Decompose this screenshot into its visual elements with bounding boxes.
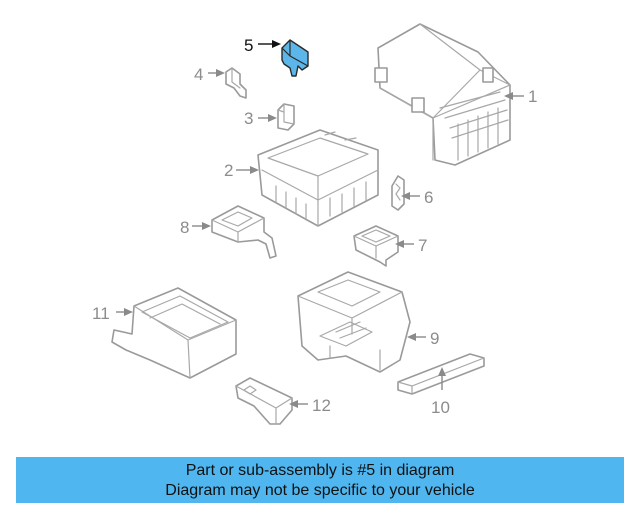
callout-11[interactable]: 11 (92, 304, 110, 323)
banner-line-1: Part or sub-assembly is #5 in diagram (185, 462, 455, 479)
callout-9[interactable]: 9 (430, 329, 439, 348)
callout-6[interactable]: 6 (424, 188, 433, 207)
part-5-fuse[interactable] (281, 39, 309, 77)
part-6-clip[interactable] (391, 175, 405, 211)
callout-8[interactable]: 8 (180, 218, 189, 237)
callout-1[interactable]: 1 (528, 87, 537, 106)
callout-4[interactable]: 4 (194, 65, 203, 84)
callout-7[interactable]: 7 (418, 236, 427, 255)
part-7-relay-holder[interactable] (353, 225, 399, 267)
callout-5[interactable]: 5 (244, 36, 253, 55)
callout-10[interactable]: 10 (431, 398, 450, 417)
part-4-bracket[interactable] (225, 67, 247, 99)
part-12-bracket[interactable] (235, 377, 293, 425)
parts-diagram: 1 2 3 4 5 6 7 8 9 10 11 12 (92, 23, 537, 425)
info-banner: Part or sub-assembly is #5 in diagram Di… (16, 457, 624, 503)
part-9-lower-case[interactable] (297, 271, 411, 373)
banner-line-2: Diagram may not be specific to your vehi… (165, 482, 475, 499)
callout-2[interactable]: 2 (224, 161, 233, 180)
part-8-relay-bracket[interactable] (211, 205, 277, 259)
callout-3[interactable]: 3 (244, 109, 253, 128)
part-2-fuse-block[interactable] (257, 129, 379, 227)
callout-leaders (116, 40, 524, 408)
part-1-cover[interactable] (374, 23, 511, 166)
part-3-relay[interactable] (277, 103, 295, 131)
callout-labels: 1 2 3 4 5 6 7 8 9 10 11 12 (92, 36, 537, 417)
callout-12[interactable]: 12 (312, 396, 331, 415)
part-11-tray[interactable] (111, 287, 237, 379)
